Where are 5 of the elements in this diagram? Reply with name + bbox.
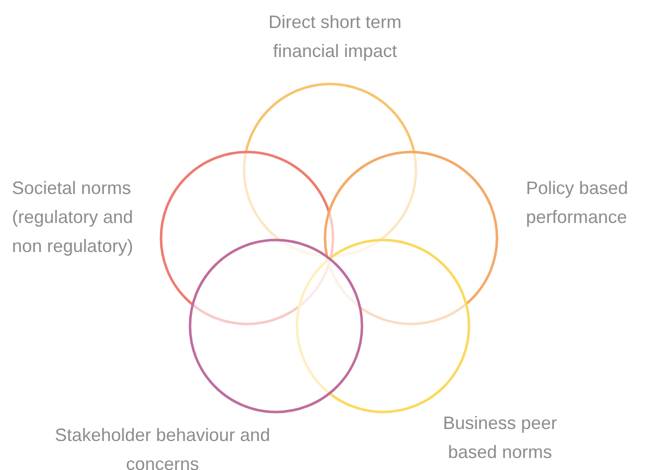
circle-label: Business peer based norms (442, 412, 558, 464)
circle-label: Stakeholder behaviour and concerns (54, 424, 272, 470)
circle-label: Policy based performance (526, 177, 630, 229)
circle-label: Direct short term financial impact (267, 11, 403, 63)
circle-label: Societal norms (regulatory and non regulatory) (12, 177, 134, 258)
